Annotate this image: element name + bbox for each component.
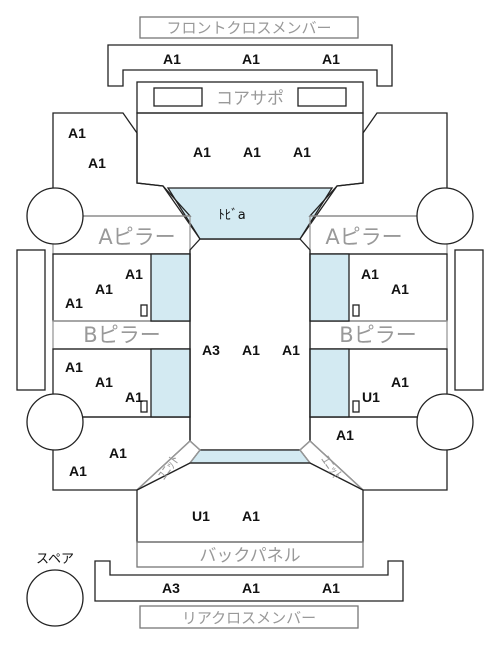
left-a-pillar-label: Aピラー <box>98 225 175 249</box>
rear-cross-member-grade: A1 <box>322 580 340 596</box>
left-front-window <box>150 253 191 322</box>
left-front-door-grade: A1 <box>65 295 83 311</box>
left-front-door-handle <box>140 304 148 317</box>
roof-grade: A1 <box>242 342 260 358</box>
left-front-fender-grade: A1 <box>68 125 86 141</box>
hood-grade: A1 <box>193 144 211 160</box>
left-rear-door-grade: A1 <box>65 359 83 375</box>
front-cross-member-panel <box>107 44 393 87</box>
floor-label: ﾄﾋﾞa <box>218 208 245 223</box>
rear-cross-member-grade: A3 <box>162 580 180 596</box>
left-side-rail <box>16 249 46 391</box>
rear-window <box>188 449 312 464</box>
front-cross-member-label-box <box>139 16 359 39</box>
left-rear-quarter-grade: A1 <box>109 445 127 461</box>
left-front-fender-grade: A1 <box>88 155 106 171</box>
hood-grade: A1 <box>293 144 311 160</box>
trunk-grade: U1 <box>192 508 210 524</box>
right-rear-window <box>309 348 350 418</box>
left-rear-door-grade: A1 <box>125 389 143 405</box>
left-front-wheel <box>26 187 84 245</box>
rear-cross-member-panel <box>94 560 404 602</box>
back-panel <box>136 541 364 568</box>
right-front-fender <box>308 112 448 217</box>
left-rear-quarter-grade: A1 <box>69 463 87 479</box>
left-rear-door-grade: A1 <box>95 374 113 390</box>
left-rear-window <box>150 348 191 418</box>
right-rear-door-grade: A1 <box>391 374 409 390</box>
right-front-door-grade: A1 <box>391 281 409 297</box>
left-rear-door-handle <box>140 400 148 413</box>
left-rear-wheel <box>26 393 84 451</box>
right-front-door-grade: A1 <box>361 266 379 282</box>
front-cross-member-grade: A1 <box>322 51 340 67</box>
roof-grade: A3 <box>202 342 220 358</box>
right-b-pillar-label: Bピラー <box>339 323 416 347</box>
hood-grade: A1 <box>243 144 261 160</box>
left-front-door-grade: A1 <box>125 266 143 282</box>
right-rear-door-handle <box>352 400 360 413</box>
right-rear-quarter-grade: A1 <box>336 427 354 443</box>
core-support-right-slot <box>297 87 347 107</box>
front-cross-member-label: フロントクロスメンバー <box>166 19 331 37</box>
rear-cross-member-grade: A1 <box>242 580 260 596</box>
right-rear-door-grade: U1 <box>362 389 380 405</box>
windshield <box>166 187 334 240</box>
front-cross-member-grade: A1 <box>242 51 260 67</box>
front-cross-member-grade: A1 <box>163 51 181 67</box>
roof-grade: A1 <box>282 342 300 358</box>
rear-cross-member-label-box <box>139 605 359 629</box>
spare-label: スペア <box>36 552 74 567</box>
left-front-door-grade: A1 <box>95 281 113 297</box>
core-support-label: コアサポ <box>216 89 284 109</box>
right-rear-wheel <box>416 393 474 451</box>
right-front-wheel <box>416 187 474 245</box>
right-front-door-handle <box>352 304 360 317</box>
back-panel-label: バックパネル <box>199 546 300 566</box>
trunk-grade: A1 <box>242 508 260 524</box>
rear-cross-member-label: リアクロスメンバー <box>182 609 316 627</box>
left-b-pillar-label: Bピラー <box>83 323 160 347</box>
spare-tire <box>26 569 84 627</box>
right-front-window <box>309 253 350 322</box>
right-a-pillar-label: Aピラー <box>325 225 402 249</box>
right-side-rail <box>454 249 484 391</box>
core-support-left-slot <box>153 87 203 107</box>
